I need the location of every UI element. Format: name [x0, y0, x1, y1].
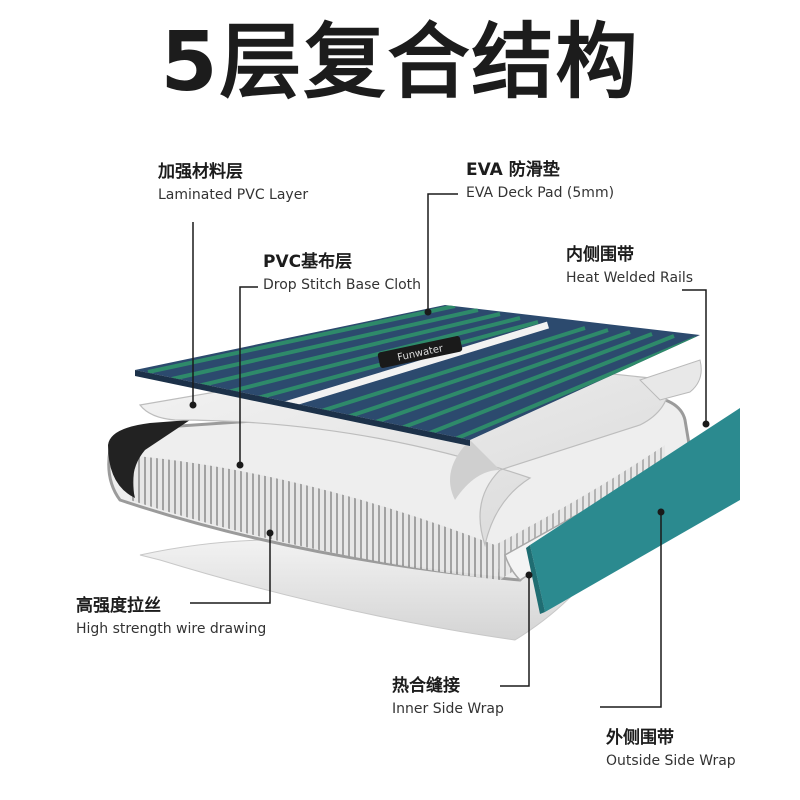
- leader-dot: [424, 308, 432, 316]
- label-cn: 加强材料层: [158, 162, 243, 182]
- label-en: EVA Deck Pad (5mm): [466, 185, 615, 202]
- leader-eva-deck: [427, 193, 458, 312]
- eva-deck-stripes: [147, 305, 697, 440]
- label-pvc-base: PVC基布层 Drop Stitch Base Cloth: [263, 252, 421, 295]
- label-laminated-pvc: 加强材料层 Laminated PVC Layer: [158, 162, 308, 205]
- label-cn: 高强度拉丝: [76, 596, 161, 616]
- leader-dot: [236, 461, 244, 469]
- leader-inner-wrap: [500, 575, 530, 687]
- label-en: Drop Stitch Base Cloth: [263, 277, 422, 294]
- pvc-base-cloth-fold: [450, 440, 500, 500]
- label-outside-wrap: 外侧围带 Outside Side Wrap: [606, 728, 736, 771]
- label-eva-deck: EVA 防滑垫 EVA Deck Pad (5mm): [466, 160, 614, 203]
- leader-dot: [702, 420, 710, 428]
- leader-dot: [525, 571, 533, 579]
- leader-dot: [657, 508, 665, 516]
- eva-deck-pad: [135, 305, 700, 440]
- leader-high-strength: [190, 533, 271, 604]
- label-inner-wrap: 热合缝接 Inner Side Wrap: [392, 676, 504, 719]
- label-high-strength: 高强度拉丝 High strength wire drawing: [76, 596, 266, 639]
- label-cn: 内侧围带: [566, 245, 634, 265]
- label-en: Laminated PVC Layer: [158, 187, 309, 204]
- label-cn: 外侧围带: [606, 728, 674, 748]
- leader-dots: [189, 308, 710, 579]
- leader-pvc-base: [239, 286, 258, 465]
- label-cn: PVC基布层: [263, 252, 353, 272]
- outside-side-wrap-edge: [526, 545, 545, 614]
- leader-dot: [266, 529, 274, 537]
- outside-side-wrap: [530, 408, 740, 612]
- label-en: Heat Welded Rails: [566, 270, 694, 287]
- dropstitch-fibers: [125, 455, 500, 580]
- label-en: Inner Side Wrap: [392, 701, 504, 718]
- leader-dot: [189, 401, 197, 409]
- leader-lines: [190, 193, 707, 708]
- page-title: 5层复合结构: [160, 15, 640, 110]
- leader-outside-wrap: [600, 512, 662, 708]
- label-en: Outside Side Wrap: [606, 753, 736, 770]
- leader-heat-welded: [682, 289, 707, 424]
- label-heat-welded: 内侧围带 Heat Welded Rails: [566, 245, 693, 288]
- black-rail-edge: [108, 420, 190, 498]
- label-cn: 热合缝接: [392, 676, 460, 696]
- label-cn: EVA 防滑垫: [466, 160, 560, 180]
- label-en: High strength wire drawing: [76, 621, 267, 638]
- heat-welded-rail-top: [639, 359, 702, 401]
- eva-deck-edge: [135, 370, 470, 446]
